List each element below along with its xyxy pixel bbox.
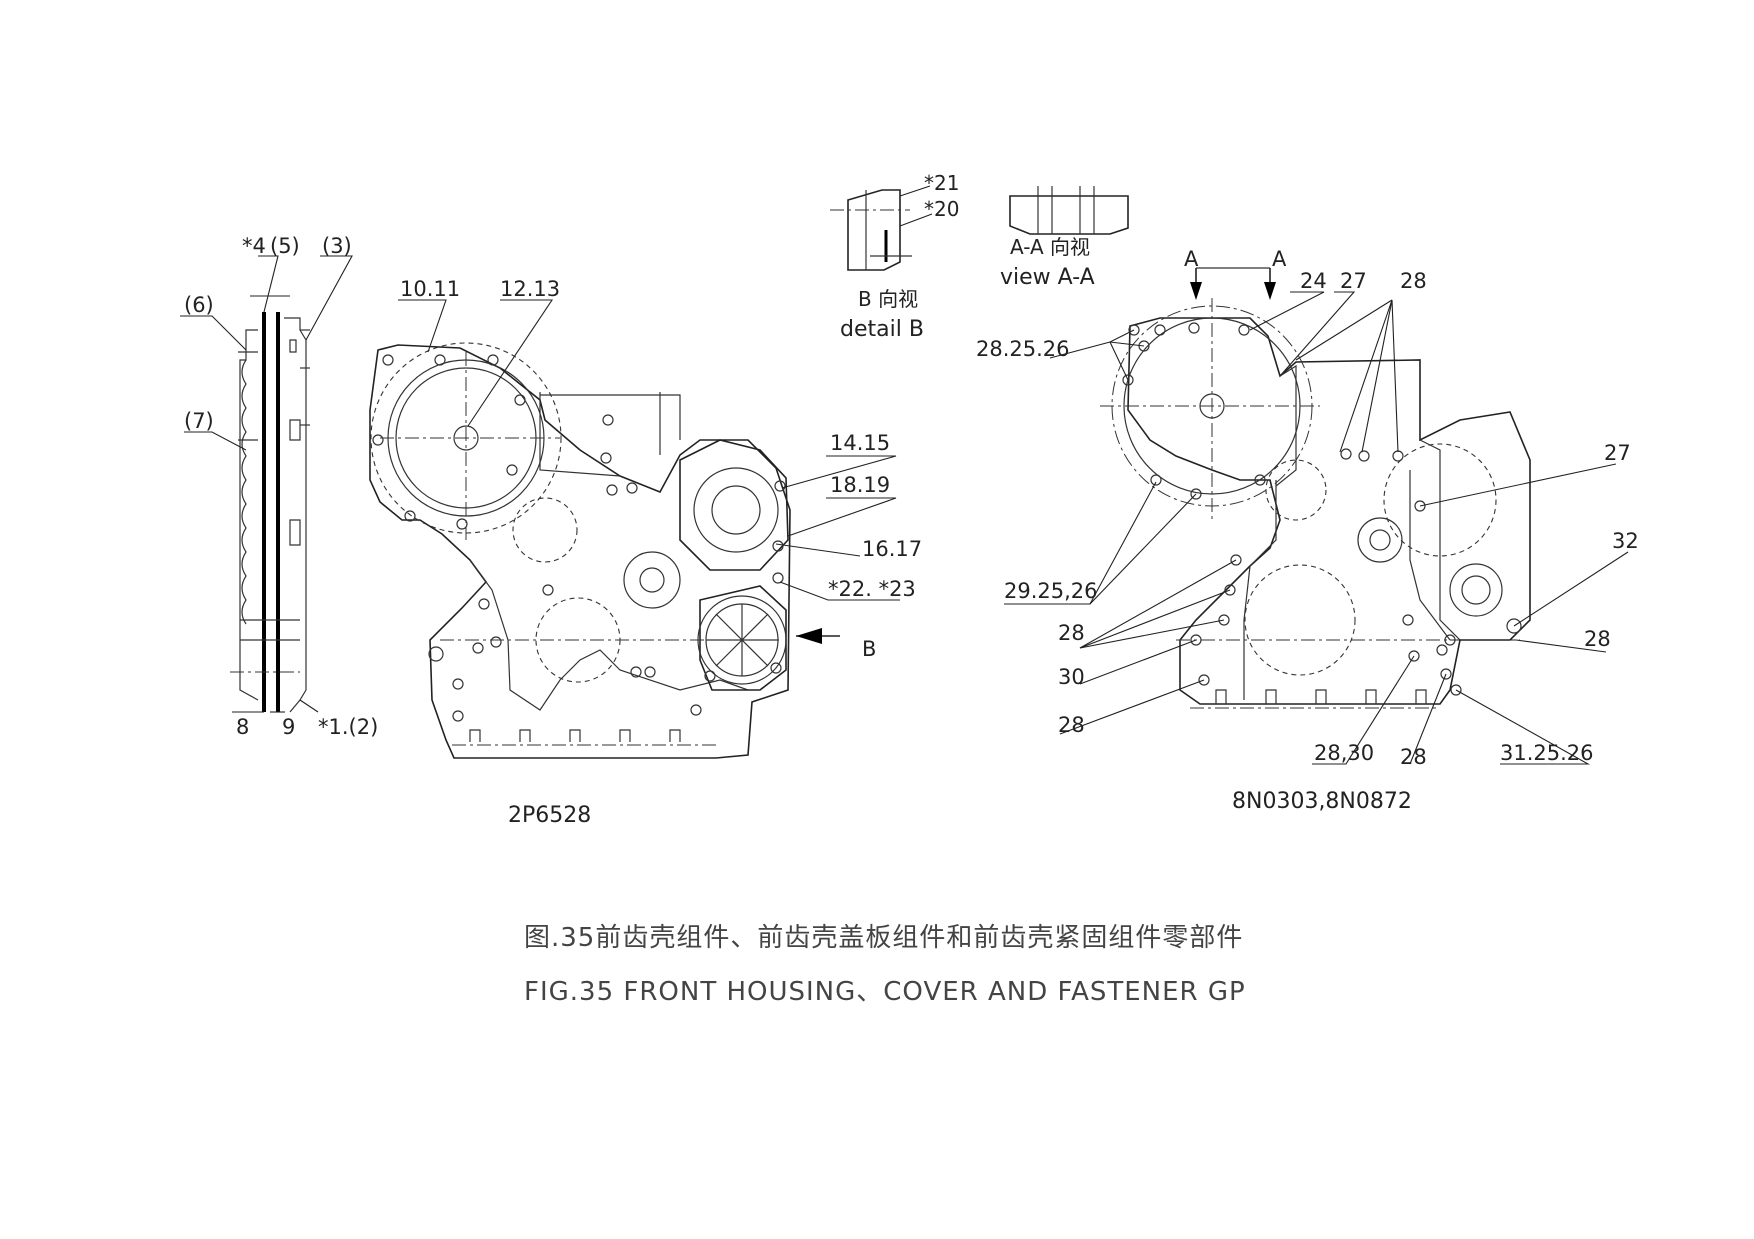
side-label-star4: *4 (242, 234, 266, 258)
side-label-p3: (3) (322, 234, 352, 258)
caption-title-en: FIG.35 FRONT HOUSING、COVER AND FASTENER … (524, 977, 1246, 1007)
front-arrow-b-label: B (862, 637, 876, 661)
side-label-star1-2: *1.(2) (318, 715, 378, 739)
front-label-14-15: 14.15 (830, 431, 890, 455)
rear-view: A A (976, 247, 1639, 814)
front-label-12-13: 12.13 (500, 277, 560, 301)
detail-b: *21 *20 B 向视 detail B (830, 171, 959, 342)
view-aa: A-A 向视 view A-A (1000, 186, 1129, 290)
side-label-p5: (5) (270, 234, 300, 258)
caption-title-cn: 图.35前齿壳组件、前齿壳盖板组件和前齿壳紧固组件零部件 (524, 923, 1243, 953)
front-label-16-17: 16.17 (862, 537, 922, 561)
rear-label-24: 24 (1300, 269, 1327, 293)
rear-label-29-25-26: 29.25,26 (1004, 579, 1098, 603)
side-label-p6: (6) (184, 293, 214, 317)
rear-label-27-right: 27 (1604, 441, 1631, 465)
detail-b-label-21: *21 (924, 171, 959, 195)
rear-label-30: 30 (1058, 665, 1085, 689)
front-label-22-23: *22. *23 (828, 577, 916, 601)
view-aa-title-cn: A-A 向视 (1010, 235, 1090, 259)
rear-label-a-right: A (1272, 247, 1287, 271)
rear-label-28-left: 28 (1058, 621, 1085, 645)
rear-label-28-bottom: 28 (1400, 745, 1427, 769)
rear-label-27-top: 27 (1340, 269, 1367, 293)
rear-label-a-left: A (1184, 247, 1199, 271)
rear-label-28-bottom-left: 28 (1058, 713, 1085, 737)
rear-label-31-25-26: 31.25.26 (1500, 741, 1594, 765)
side-label-9: 9 (282, 715, 295, 739)
detail-b-title-en: detail B (840, 317, 924, 342)
rear-label-28-top: 28 (1400, 269, 1427, 293)
front-part-number: 2P6528 (508, 803, 591, 828)
detail-b-label-20: *20 (924, 197, 959, 221)
view-aa-title-en: view A-A (1000, 265, 1095, 290)
side-label-p7: (7) (184, 409, 214, 433)
rear-label-32: 32 (1612, 529, 1639, 553)
rear-label-28-30: 28,30 (1314, 741, 1374, 765)
front-view: 10.11 12.13 14.15 18.19 16.17 *22. *23 B… (369, 277, 922, 828)
side-view: *4 (5) (3) (6) (7) 8 9 *1.(2) (180, 234, 378, 739)
rear-label-28-25-26: 28.25.26 (976, 337, 1070, 361)
detail-b-title-cn: B 向视 (858, 287, 918, 311)
front-label-18-19: 18.19 (830, 473, 890, 497)
side-label-8: 8 (236, 715, 249, 739)
rear-label-28-right: 28 (1584, 627, 1611, 651)
caption: 图.35前齿壳组件、前齿壳盖板组件和前齿壳紧固组件零部件 FIG.35 FRON… (524, 923, 1246, 1007)
rear-part-number: 8N0303,8N0872 (1232, 789, 1412, 814)
front-label-10-11: 10.11 (400, 277, 460, 301)
